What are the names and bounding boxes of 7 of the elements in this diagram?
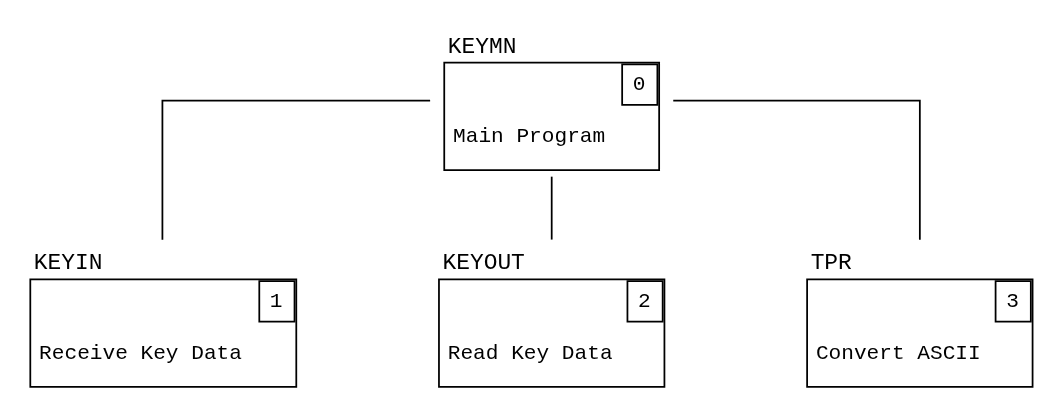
- node-label: KEYMN: [447, 33, 517, 60]
- connector: [161, 99, 431, 241]
- node-label: TPR: [810, 249, 852, 276]
- node-label: KEYIN: [33, 249, 103, 276]
- connector: [672, 99, 921, 241]
- connector: [550, 175, 553, 240]
- node-label: KEYOUT: [442, 249, 525, 276]
